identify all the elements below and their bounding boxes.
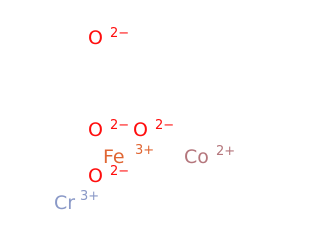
- ion-symbol: O: [88, 27, 103, 49]
- ion-charge: 2+: [216, 144, 235, 159]
- ion-charge: 3+: [80, 189, 99, 204]
- ion-cr: Cr 3+: [54, 189, 99, 214]
- ion-o-left: O 2−: [88, 118, 129, 141]
- ion-symbol: Fe: [103, 146, 125, 168]
- ion-symbol: Co: [184, 146, 209, 168]
- ion-charge: 2−: [155, 118, 174, 133]
- ion-charge: 2−: [110, 26, 129, 41]
- ion-symbol: O: [133, 119, 148, 141]
- ion-co: Co 2+: [184, 144, 235, 168]
- ion-symbol: Cr: [54, 192, 75, 214]
- ion-symbol: O: [88, 165, 103, 187]
- ion-labels: O 2− O 2− O 2− Fe 3+ Co 2+ O 2− Cr 3+: [54, 26, 235, 214]
- ion-structure-canvas: O 2− O 2− O 2− Fe 3+ Co 2+ O 2− Cr 3+: [54, 26, 236, 214]
- ion-fe: Fe 3+: [103, 143, 154, 168]
- ion-o-right: O 2−: [133, 118, 174, 141]
- ion-o-top: O 2−: [88, 26, 129, 49]
- ion-charge: 2−: [110, 118, 129, 133]
- ion-charge: 2−: [110, 164, 129, 179]
- ion-charge: 3+: [135, 143, 154, 158]
- ion-symbol: O: [88, 119, 103, 141]
- ion-o-bottom: O 2−: [88, 164, 129, 187]
